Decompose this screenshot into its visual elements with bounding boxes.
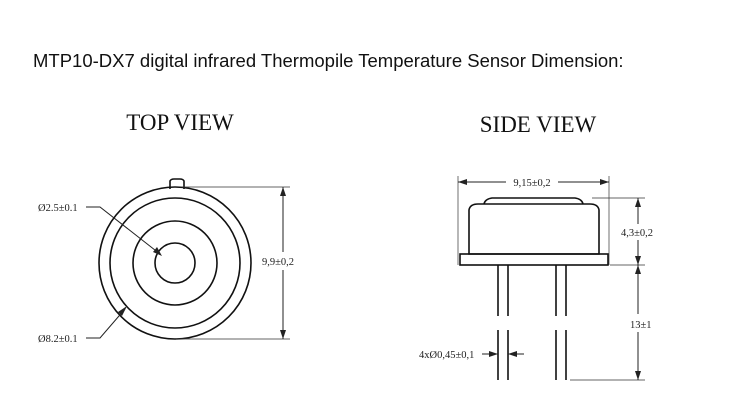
lead-diameter-arrow-left — [489, 351, 498, 357]
outer-flange-circle — [98, 186, 252, 340]
cap-top — [483, 197, 584, 205]
top-view: TOP VIEW Ø2.5±0.1 Ø8.2±0.1 9,9±0,2 — [38, 110, 294, 345]
lead-length-arrow-bottom — [635, 371, 641, 380]
window-diameter-arrow — [153, 247, 162, 256]
height-label: 4,3±0,2 — [621, 228, 653, 239]
cap-circle — [132, 220, 218, 306]
body-diameter-label: Ø8.2±0.1 — [38, 334, 78, 345]
window-diameter-leader — [86, 206, 161, 255]
overall-diameter-label: 9,9±0,2 — [262, 257, 294, 268]
sensor-body — [468, 203, 600, 255]
lead-diameter-label: 4xØ0,45±0,1 — [419, 350, 474, 361]
page-title: MTP10-DX7 digital infrared Thermopile Te… — [33, 50, 624, 71]
height-arrow-bottom — [635, 256, 641, 265]
width-arrow-right — [600, 179, 609, 185]
top-view-heading: TOP VIEW — [126, 110, 234, 135]
overall-arrow-top — [280, 187, 286, 196]
body-diameter-arrow — [118, 306, 127, 316]
body-circle — [109, 197, 241, 329]
body-diameter-leader — [86, 308, 126, 339]
side-view: SIDE VIEW 9,15±0,2 4,3±0,2 — [419, 112, 653, 381]
lead-length-arrow-top — [635, 265, 641, 274]
side-view-heading: SIDE VIEW — [480, 112, 597, 137]
width-arrow-left — [458, 179, 467, 185]
lead-diameter-arrow-right — [508, 351, 517, 357]
width-label: 9,15±0,2 — [513, 178, 550, 189]
height-arrow-top — [635, 198, 641, 207]
window-diameter-label: Ø2.5±0.1 — [38, 203, 78, 214]
lead-length-label: 13±1 — [630, 320, 652, 331]
overall-arrow-bottom — [280, 330, 286, 339]
window-circle — [154, 242, 196, 284]
sensor-flange — [459, 253, 609, 266]
orientation-tab — [169, 178, 185, 189]
